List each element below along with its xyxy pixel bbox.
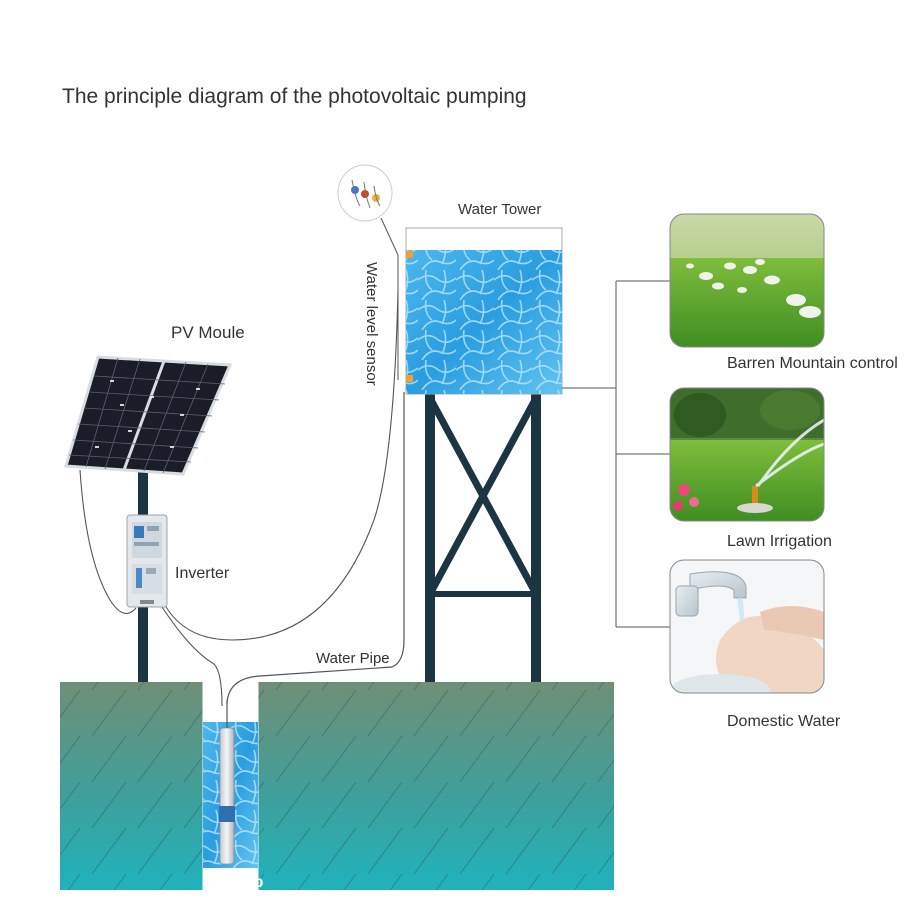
water-tank: [405, 227, 563, 395]
water-level-sensor-label: Water level sensor: [363, 262, 380, 386]
sensor-cable: [157, 289, 399, 641]
water-pipe: [226, 392, 405, 705]
pump-label: Pump: [219, 874, 264, 891]
sensor-high-marker: [406, 251, 413, 258]
tower-structure: [425, 394, 541, 682]
app-label-domestic-water: Domestic Water: [727, 713, 841, 730]
lawn-irrigation-photo: [670, 388, 824, 521]
diagram-title: The principle diagram of the photovoltai…: [62, 85, 527, 108]
domestic-water-photo: [670, 560, 824, 693]
pv-module-label: PV Moule: [171, 323, 245, 342]
domestic-water-frame: [669, 559, 825, 694]
barren-mountain-frame: [669, 213, 825, 348]
water-tower-label: Water Tower: [458, 201, 541, 218]
inverter-icon: [126, 514, 168, 608]
pump-cable: [159, 603, 223, 707]
pv-panel-icon: [64, 355, 233, 476]
lawn-irrigation-frame: [669, 387, 825, 522]
sensor-link: [380, 217, 399, 256]
ground: [60, 682, 614, 891]
sensor-low-marker: [406, 375, 413, 382]
pv-wire: [79, 469, 137, 614]
app-label-barren-mountain: Barren Mountain control: [727, 355, 898, 372]
barren-mountain-photo: [670, 214, 824, 347]
water-pipe-label: Water Pipe: [316, 650, 390, 667]
level-sensor-icon: [337, 164, 393, 222]
pump-icon: [219, 700, 235, 865]
app-label-lawn-irrigation: Lawn Irrigation: [727, 533, 832, 550]
inverter-label: Inverter: [175, 565, 230, 582]
distribution-lines: [562, 280, 670, 628]
